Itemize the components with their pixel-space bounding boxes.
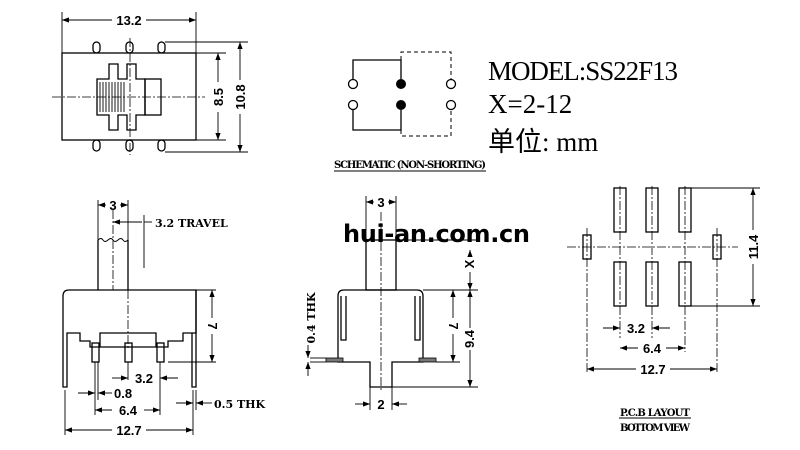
end-view: 3 X 7 9.4 2 0.4 THK [305, 195, 478, 412]
bottom-view-label: BOTTOM VIEW [620, 423, 691, 434]
x-range: X=2-12 [488, 89, 572, 119]
dim-actuator-height: X [462, 259, 477, 268]
dim-body-height: 8.5 [211, 88, 226, 106]
model-number: MODEL:SS22F13 [488, 56, 678, 86]
title-block: MODEL:SS22F13 X=2-12 单位: mm [488, 56, 678, 157]
side-view: 3 3.2 TRAVEL 7 3.2 0.8 6.4 0.5 THK 12.7 [62, 198, 266, 438]
top-pins [92, 41, 166, 152]
dim-pin-span: 6.4 [643, 341, 662, 356]
dim-row-span: 11.4 [746, 234, 761, 259]
dim-overall-height: 9.4 [462, 329, 477, 348]
pcb-label: P.C.B LAYOUT [620, 408, 691, 419]
dim-overall-width: 12.7 [116, 423, 141, 438]
dim-actuator-width: 3 [377, 195, 384, 210]
dim-actuator-width: 3 [109, 198, 116, 213]
dim-travel: 3.2 TRAVEL [155, 217, 228, 230]
dim-stem-width: 2 [377, 397, 384, 412]
dim-pitch: 3.2 [627, 321, 645, 336]
dim-pin-span: 6.4 [119, 403, 138, 418]
dim-mount-span: 12.7 [640, 362, 665, 377]
schematic: SCHEMATIC (NON-SHORTING) [334, 51, 486, 172]
dim-body-height: 7 [446, 322, 461, 329]
top-view: 13.2 8.5 10.8 [52, 12, 248, 155]
dim-lead-thickness: 0.5 THK [214, 398, 266, 411]
dim-height: 7 [205, 322, 220, 329]
watermark: hui-an.com.cn [343, 220, 530, 248]
dim-overall-height: 10.8 [233, 84, 248, 109]
dim-width: 13.2 [116, 13, 141, 28]
schematic-label: SCHEMATIC (NON-SHORTING) [334, 160, 486, 171]
dim-pin-width: 0.8 [114, 386, 132, 401]
unit-label: 单位: mm [488, 127, 598, 157]
pcb-layout: 11.4 3.2 6.4 12.7 P.C.B LAYOUT BOTTOM VI… [567, 186, 761, 434]
dim-tab-thickness: 0.4 THK [305, 292, 318, 344]
dim-pin-pitch: 3.2 [135, 371, 153, 386]
